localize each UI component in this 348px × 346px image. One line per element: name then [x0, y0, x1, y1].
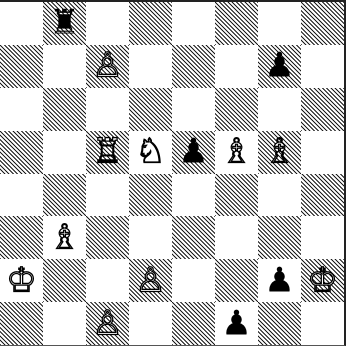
square-h2[interactable]: ♔: [301, 259, 344, 302]
square-c4[interactable]: [86, 174, 129, 217]
square-h3[interactable]: [301, 216, 344, 259]
square-b6[interactable]: [43, 88, 86, 131]
square-d7[interactable]: [129, 45, 172, 88]
square-f1[interactable]: ♟: [215, 302, 258, 345]
white-pawn-icon[interactable]: ♙: [92, 49, 122, 83]
square-a3[interactable]: [0, 216, 43, 259]
white-bishop-icon[interactable]: ♗: [221, 134, 251, 168]
square-g2[interactable]: ♟: [258, 259, 301, 302]
square-f5[interactable]: ♗: [215, 131, 258, 174]
square-f4[interactable]: [215, 174, 258, 217]
square-c6[interactable]: [86, 88, 129, 131]
white-bishop-icon[interactable]: ♗: [264, 134, 294, 168]
square-b1[interactable]: [43, 302, 86, 345]
square-c5[interactable]: ♖: [86, 131, 129, 174]
square-d8[interactable]: [129, 2, 172, 45]
square-g1[interactable]: [258, 302, 301, 345]
black-pawn-icon[interactable]: ♟: [264, 263, 294, 297]
square-b4[interactable]: [43, 174, 86, 217]
square-a2[interactable]: ♔: [0, 259, 43, 302]
square-g5[interactable]: ♗: [258, 131, 301, 174]
square-a8[interactable]: [0, 2, 43, 45]
square-e3[interactable]: [172, 216, 215, 259]
square-h6[interactable]: [301, 88, 344, 131]
square-b3[interactable]: ♗: [43, 216, 86, 259]
square-d4[interactable]: [129, 174, 172, 217]
square-f6[interactable]: [215, 88, 258, 131]
square-a6[interactable]: [0, 88, 43, 131]
black-pawn-icon[interactable]: ♟: [178, 134, 208, 168]
square-a7[interactable]: [0, 45, 43, 88]
square-b8[interactable]: ♜: [43, 2, 86, 45]
black-rook-icon[interactable]: ♜: [49, 6, 79, 40]
square-a4[interactable]: [0, 174, 43, 217]
white-king-icon[interactable]: ♔: [307, 263, 337, 297]
square-b5[interactable]: [43, 131, 86, 174]
square-h7[interactable]: [301, 45, 344, 88]
square-a1[interactable]: [0, 302, 43, 345]
square-b7[interactable]: [43, 45, 86, 88]
square-c3[interactable]: [86, 216, 129, 259]
black-pawn-icon[interactable]: ♟: [264, 49, 294, 83]
square-g3[interactable]: [258, 216, 301, 259]
square-g8[interactable]: [258, 2, 301, 45]
white-king-icon[interactable]: ♔: [6, 263, 36, 297]
square-h5[interactable]: [301, 131, 344, 174]
square-e5[interactable]: ♟: [172, 131, 215, 174]
square-c8[interactable]: [86, 2, 129, 45]
square-e4[interactable]: [172, 174, 215, 217]
square-d1[interactable]: [129, 302, 172, 345]
square-f8[interactable]: [215, 2, 258, 45]
square-a5[interactable]: [0, 131, 43, 174]
square-f7[interactable]: [215, 45, 258, 88]
square-d3[interactable]: [129, 216, 172, 259]
white-pawn-icon[interactable]: ♙: [92, 306, 122, 340]
square-h1[interactable]: [301, 302, 344, 345]
square-e6[interactable]: [172, 88, 215, 131]
square-g4[interactable]: [258, 174, 301, 217]
square-f2[interactable]: [215, 259, 258, 302]
black-pawn-icon[interactable]: ♟: [221, 306, 251, 340]
square-d5[interactable]: ♘: [129, 131, 172, 174]
square-d6[interactable]: [129, 88, 172, 131]
square-c2[interactable]: [86, 259, 129, 302]
square-f3[interactable]: [215, 216, 258, 259]
square-h4[interactable]: [301, 174, 344, 217]
square-e2[interactable]: [172, 259, 215, 302]
square-c1[interactable]: ♙: [86, 302, 129, 345]
square-g6[interactable]: [258, 88, 301, 131]
white-knight-icon[interactable]: ♘: [135, 134, 165, 168]
square-e1[interactable]: [172, 302, 215, 345]
white-pawn-icon[interactable]: ♙: [135, 263, 165, 297]
square-d2[interactable]: ♙: [129, 259, 172, 302]
square-c7[interactable]: ♙: [86, 45, 129, 88]
square-h8[interactable]: [301, 2, 344, 45]
square-b2[interactable]: [43, 259, 86, 302]
white-rook-icon[interactable]: ♖: [92, 134, 122, 168]
square-e8[interactable]: [172, 2, 215, 45]
square-g7[interactable]: ♟: [258, 45, 301, 88]
square-e7[interactable]: [172, 45, 215, 88]
white-bishop-icon[interactable]: ♗: [49, 220, 79, 254]
